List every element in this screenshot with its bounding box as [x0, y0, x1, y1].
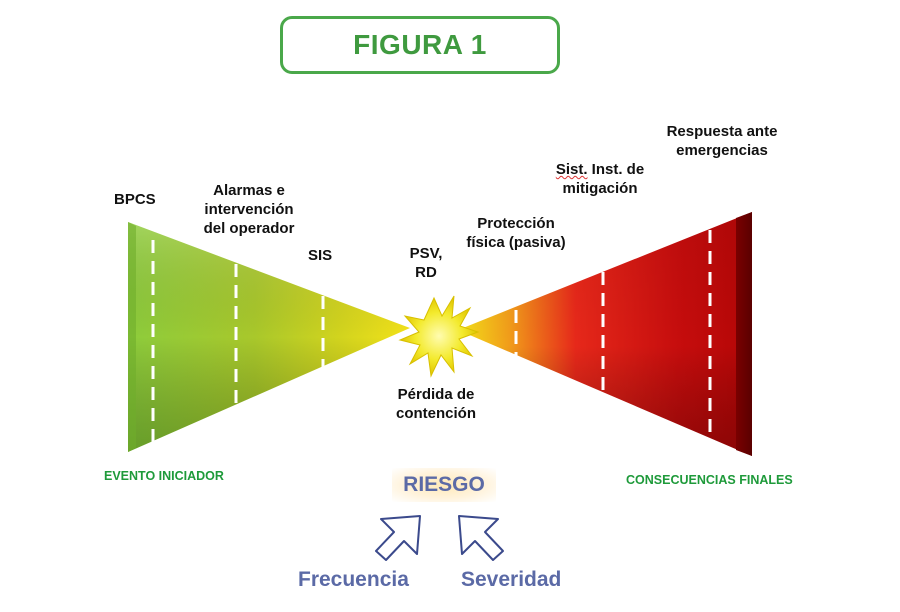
label-perdida-line1: Pérdida de: [397, 386, 475, 403]
evento-iniciador-label: EVENTO INICIADOR: [104, 469, 224, 483]
label-alarmas-line2: intervención: [204, 201, 294, 218]
label-alarmas: Alarmas e intervención del operador: [194, 181, 304, 238]
label-alarmas-line1: Alarmas e: [213, 182, 285, 199]
label-psv-line1: PSV,: [409, 245, 443, 262]
label-sist-mitigacion: Sist. Inst. de mitigación: [540, 160, 660, 198]
label-sis: SIS: [308, 247, 333, 264]
riesgo-label: RIESGO: [392, 468, 496, 502]
arrow-frecuencia-icon: [375, 515, 421, 561]
consecuencias-finales-label: CONSECUENCIAS FINALES: [626, 473, 793, 487]
figure-title-box: FIGURA 1: [280, 16, 560, 74]
label-perdida-line2: contención: [395, 405, 476, 422]
barrier-lines: [151, 230, 712, 446]
severidad-label: Severidad: [461, 568, 562, 591]
label-bpcs: BPCS: [114, 191, 156, 208]
label-psv-line2: RD: [415, 264, 437, 281]
explosion-star-icon: [398, 295, 480, 378]
label-sist-line2: mitigación: [562, 180, 638, 197]
label-respuesta: Respuesta ante emergencias: [652, 122, 792, 160]
label-psv-rd: PSV, RD: [396, 244, 456, 282]
label-proteccion-line2: física (pasiva): [466, 234, 566, 251]
left-wedge: [128, 222, 410, 452]
label-sist-line1: Sist. Inst. de: [555, 161, 645, 178]
label-alarmas-line3: del operador: [203, 220, 295, 237]
frecuencia-label: Frecuencia: [298, 568, 409, 591]
label-proteccion: Protección física (pasiva): [451, 214, 581, 252]
label-perdida-contencion: Pérdida de contención: [381, 385, 491, 423]
label-respuesta-line2: emergencias: [676, 142, 768, 159]
label-respuesta-line1: Respuesta ante: [666, 123, 778, 140]
right-wedge: [458, 212, 752, 456]
label-proteccion-line1: Protección: [477, 215, 555, 232]
figure-title: FIGURA 1: [353, 29, 487, 60]
arrow-severidad-icon: [458, 515, 504, 561]
